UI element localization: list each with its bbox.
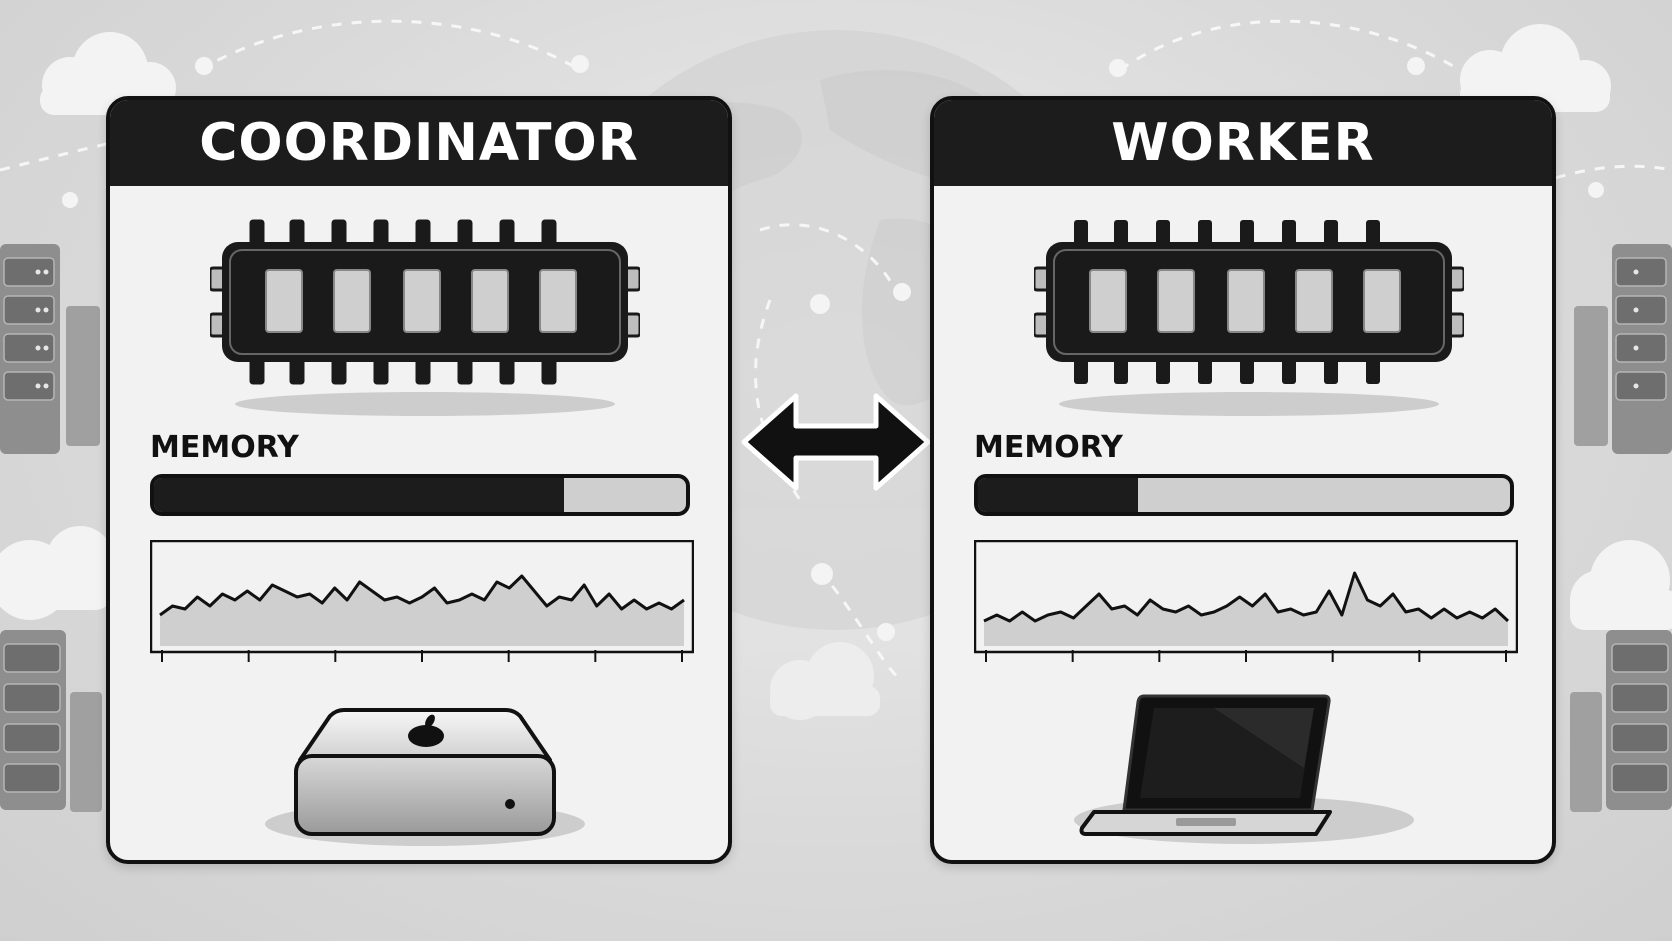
worker-activity-area	[984, 573, 1508, 646]
memory-chip-icon	[1034, 220, 1464, 416]
worker-panel: WORKER MEMORY	[930, 96, 1556, 864]
worker-activity-chart	[974, 540, 1518, 662]
bidirectional-arrow-icon	[741, 393, 931, 491]
coordinator-panel: COORDINATOR MEMORY	[106, 96, 732, 864]
coordinator-memory-bar	[150, 474, 690, 516]
coordinator-memory-fill	[154, 478, 564, 512]
memory-chip-icon	[210, 219, 640, 416]
coordinator-title: COORDINATOR	[110, 100, 728, 186]
coordinator-activity-chart	[150, 540, 694, 662]
mac-mini-icon	[265, 708, 585, 846]
cloud-icon	[770, 642, 880, 720]
coordinator-activity-line	[159, 574, 685, 617]
worker-memory-label: MEMORY	[974, 430, 1123, 465]
worker-activity-line	[983, 571, 1510, 623]
laptop-icon	[1074, 694, 1414, 844]
coordinator-memory-label: MEMORY	[150, 430, 299, 465]
cloud-icon	[0, 526, 114, 620]
coordinator-activity-area	[160, 576, 684, 646]
worker-memory-fill	[978, 478, 1138, 512]
cloud-icon	[1570, 540, 1672, 630]
worker-title: WORKER	[934, 100, 1552, 186]
worker-memory-bar	[974, 474, 1514, 516]
apple-logo-icon	[408, 714, 444, 747]
